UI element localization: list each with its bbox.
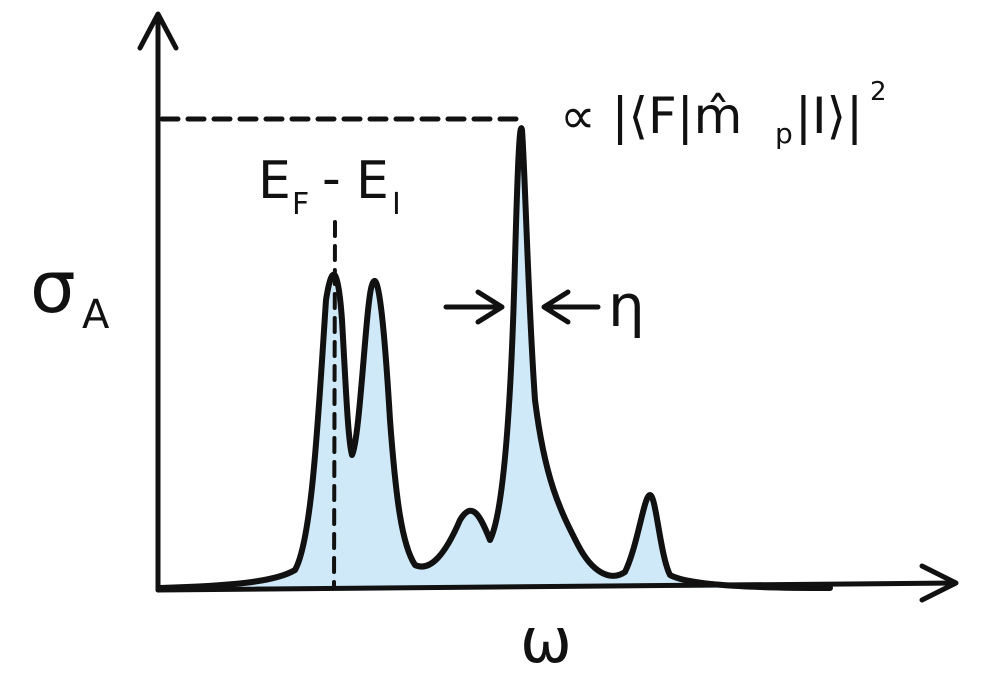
transition-energy-e2: E	[356, 151, 389, 211]
y-axis-label: σ	[30, 245, 76, 329]
peak-height-label: ∝ |⟨F|m̂	[560, 87, 742, 145]
spectrum-fill	[160, 128, 830, 589]
peak-height-label-exponent: 2	[870, 77, 887, 107]
peak-height-label-tail: |I⟩|	[795, 87, 863, 145]
transition-energy-guide	[332, 220, 337, 590]
x-axis	[155, 580, 958, 593]
transition-energy-e1: E	[258, 151, 291, 211]
width-label: η	[608, 272, 645, 340]
width-arrow-left-head	[475, 289, 505, 325]
transition-energy-sub-f: F	[292, 187, 309, 222]
spectrum-curve	[157, 125, 833, 591]
transition-energy-sub-i: I	[392, 187, 401, 222]
peak-height-label-subscript: p	[775, 117, 793, 150]
y-axis-label-subscript: A	[82, 292, 110, 338]
y-axis-arrowhead	[137, 11, 179, 51]
width-arrow-right-head	[541, 289, 571, 325]
x-axis-label: ω	[520, 604, 572, 677]
x-axis-arrowhead	[919, 563, 959, 603]
transition-energy-dash: -	[322, 149, 341, 209]
